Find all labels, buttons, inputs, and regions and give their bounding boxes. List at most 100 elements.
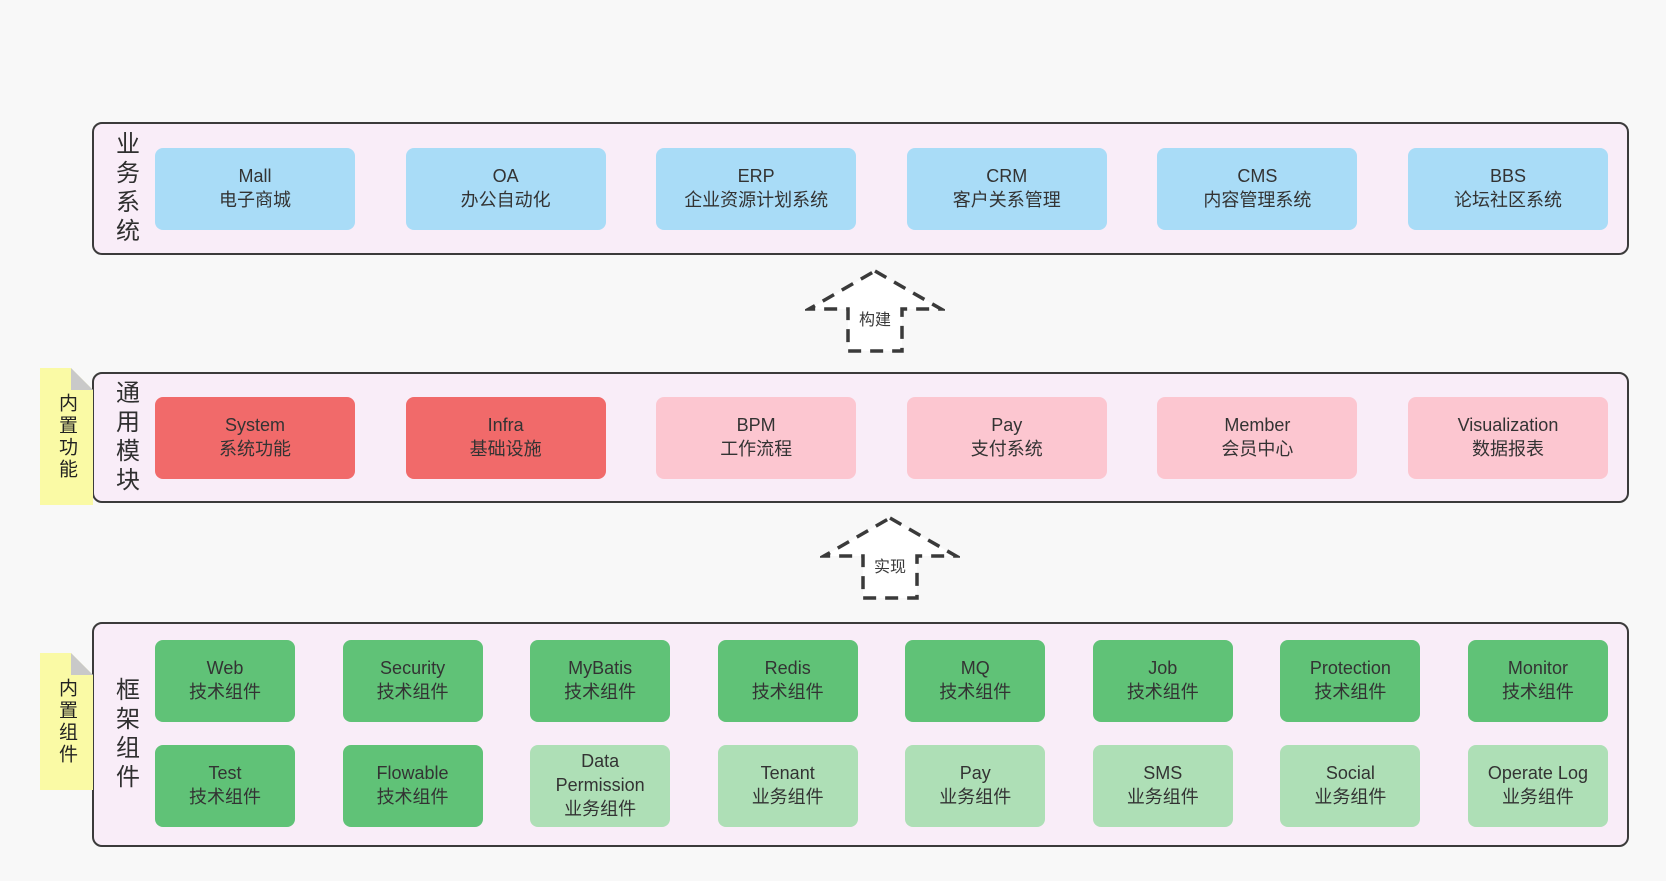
build-arrow-label: 构建 — [855, 305, 895, 331]
node-system: System 系统功能 — [155, 396, 355, 479]
node-title: Member — [1224, 414, 1291, 435]
node-erp: ERP 企业资源计划系统 — [656, 147, 857, 230]
node-title: BBS — [1489, 165, 1526, 186]
band-label-business-systems: 业务系统 — [111, 130, 139, 247]
sticky-fold-corner-icon — [71, 368, 93, 390]
node-monitor: Monitor 技术组件 — [1467, 640, 1608, 722]
node-title: Data Permission — [555, 751, 645, 796]
node-subtitle: 客户关系管理 — [952, 189, 1061, 210]
framework-components-row-1: Web 技术组件 Security 技术组件 MyBatis 技术组件 Redi… — [155, 640, 1608, 722]
node-infra: Infra 基础设施 — [405, 396, 606, 479]
node-subtitle: 技术组件 — [564, 682, 637, 702]
implement-arrow: 实现 — [820, 515, 960, 601]
sticky-note-built-in-features: 内置功能 — [40, 368, 93, 505]
node-title: Mall — [238, 165, 272, 186]
node-subtitle: 业务组件 — [1314, 787, 1387, 807]
node-title: MQ — [960, 658, 990, 679]
node-subtitle: 业务组件 — [1501, 787, 1574, 807]
node-title: CMS — [1237, 165, 1278, 186]
node-data-permission: Data Permission 业务组件 — [530, 745, 671, 827]
node-title: Security — [380, 658, 446, 679]
node-subtitle: 工作流程 — [720, 438, 793, 459]
node-subtitle: 支付系统 — [970, 438, 1043, 459]
node-sms: SMS 业务组件 — [1092, 745, 1233, 827]
node-flowable: Flowable 技术组件 — [342, 745, 483, 827]
node-title: Infra — [487, 414, 524, 435]
node-pay-module: Pay 支付系统 — [906, 396, 1107, 479]
build-arrow: 构建 — [805, 268, 945, 354]
node-operate-log: Operate Log 业务组件 — [1467, 745, 1608, 827]
node-title: OA — [492, 165, 519, 186]
node-web: Web 技术组件 — [155, 640, 295, 722]
business-systems-row: Mall 电子商城 OA 办公自动化 ERP 企业资源计划系统 CRM 客户关系… — [155, 147, 1608, 230]
node-subtitle: 技术组件 — [189, 787, 261, 807]
node-subtitle: 企业资源计划系统 — [684, 189, 829, 210]
node-subtitle: 数据报表 — [1471, 438, 1544, 459]
node-subtitle: 技术组件 — [189, 682, 261, 702]
node-title: Flowable — [376, 763, 449, 784]
node-oa: OA 办公自动化 — [405, 147, 606, 230]
node-test: Test 技术组件 — [155, 745, 295, 827]
node-title: MyBatis — [568, 658, 633, 679]
common-modules-row: System 系统功能 Infra 基础设施 BPM 工作流程 Pay 支付系统… — [155, 396, 1608, 479]
node-title: Monitor — [1507, 658, 1568, 679]
node-title: Operate Log — [1487, 763, 1588, 784]
band-common-modules: 通用模块 System 系统功能 Infra 基础设施 BPM 工作流程 Pay… — [92, 372, 1629, 503]
node-mall: Mall 电子商城 — [155, 147, 355, 230]
node-subtitle: 业务组件 — [939, 787, 1012, 807]
sticky-note-built-in-components: 内置组件 — [40, 653, 93, 790]
framework-components-row-2: Test 技术组件 Flowable 技术组件 Data Permission … — [155, 745, 1608, 827]
band-business-systems: 业务系统 Mall 电子商城 OA 办公自动化 ERP 企业资源计划系统 CRM… — [92, 122, 1629, 255]
node-subtitle: 技术组件 — [376, 682, 449, 702]
node-visualization: Visualization 数据报表 — [1407, 396, 1608, 479]
node-subtitle: 技术组件 — [939, 682, 1012, 702]
node-title: Web — [206, 658, 244, 679]
node-bbs: BBS 论坛社区系统 — [1407, 147, 1608, 230]
node-subtitle: 业务组件 — [1126, 787, 1199, 807]
node-subtitle: 系统功能 — [219, 438, 291, 459]
node-title: Visualization — [1457, 414, 1559, 435]
node-redis: Redis 技术组件 — [717, 640, 858, 722]
band-label-common-modules: 通用模块 — [111, 379, 139, 496]
node-subtitle: 技术组件 — [1126, 682, 1199, 702]
node-subtitle: 内容管理系统 — [1203, 189, 1312, 210]
node-subtitle: 基础设施 — [469, 438, 542, 459]
implement-arrow-label: 实现 — [870, 552, 910, 578]
node-title: CRM — [986, 165, 1028, 186]
node-title: Social — [1325, 763, 1375, 784]
node-subtitle: 技术组件 — [376, 787, 449, 807]
node-title: SMS — [1143, 763, 1183, 784]
node-subtitle: 技术组件 — [1501, 682, 1574, 702]
node-subtitle: 论坛社区系统 — [1453, 189, 1562, 210]
node-title: Test — [208, 763, 242, 784]
node-title: Redis — [764, 658, 811, 679]
node-mybatis: MyBatis 技术组件 — [530, 640, 671, 722]
node-subtitle: 技术组件 — [1314, 682, 1387, 702]
node-title: BPM — [736, 414, 776, 435]
node-subtitle: 业务组件 — [564, 798, 637, 819]
band-framework-components: 框架组件 Web 技术组件 Security 技术组件 MyBatis 技术组件… — [92, 622, 1629, 847]
node-title: Tenant — [760, 763, 815, 784]
node-cms: CMS 内容管理系统 — [1157, 147, 1358, 230]
node-subtitle: 技术组件 — [751, 682, 824, 702]
node-security: Security 技术组件 — [342, 640, 483, 722]
node-title: Pay — [991, 414, 1023, 435]
band-label-framework-components: 框架组件 — [111, 676, 139, 793]
node-title: ERP — [737, 165, 775, 186]
node-social: Social 业务组件 — [1280, 745, 1421, 827]
node-subtitle: 会员中心 — [1221, 438, 1294, 459]
node-pay-component: Pay 业务组件 — [905, 745, 1046, 827]
node-title: Protection — [1309, 658, 1391, 679]
node-subtitle: 办公自动化 — [460, 189, 551, 210]
node-crm: CRM 客户关系管理 — [906, 147, 1107, 230]
node-subtitle: 业务组件 — [751, 787, 824, 807]
node-member: Member 会员中心 — [1157, 396, 1358, 479]
node-bpm: BPM 工作流程 — [656, 396, 857, 479]
node-tenant: Tenant 业务组件 — [717, 745, 858, 827]
node-job: Job 技术组件 — [1092, 640, 1233, 722]
node-protection: Protection 技术组件 — [1280, 640, 1421, 722]
sticky-fold-corner-icon — [71, 653, 93, 675]
node-subtitle: 电子商城 — [219, 189, 291, 210]
node-title: Job — [1148, 658, 1178, 679]
